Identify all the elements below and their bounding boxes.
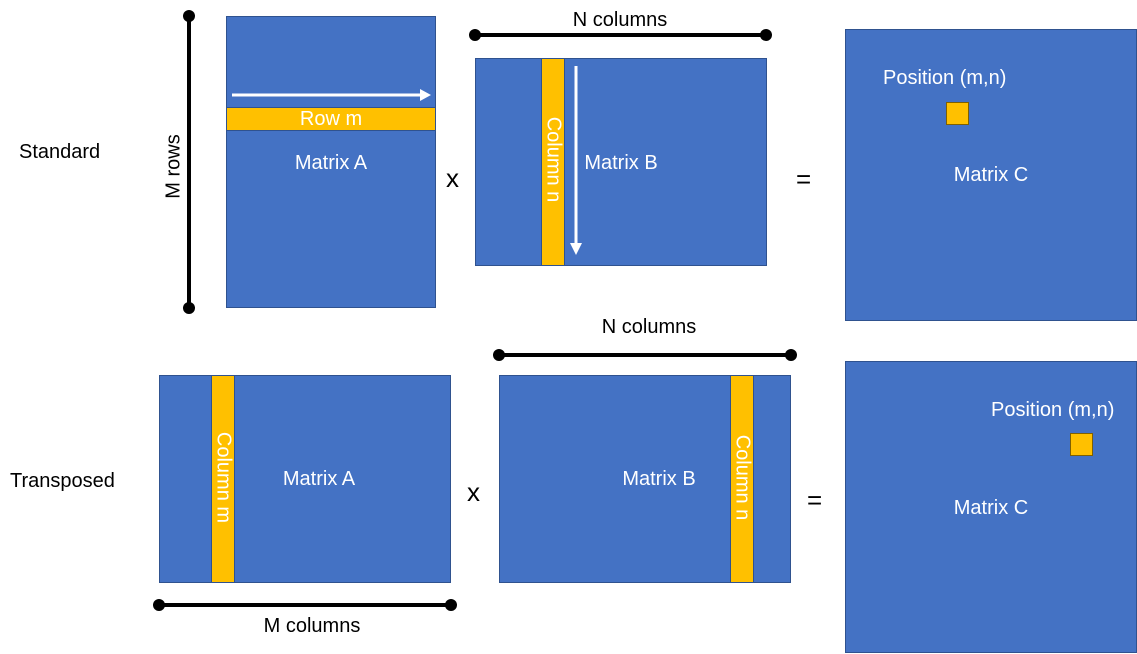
- transposed-matrix-c-label: Matrix C: [953, 497, 1029, 519]
- transposed-result-cell: [1070, 433, 1093, 456]
- column-direction-arrow: [570, 66, 582, 255]
- standard-matrix-b: [475, 58, 767, 266]
- standard-matrix-c: [845, 29, 1137, 321]
- transposed-matrix-a: [159, 375, 451, 583]
- transposed-m-columns-dimension-line: [159, 603, 451, 607]
- standard-equals-operator: =: [796, 164, 812, 194]
- transposed-row-label: Transposed: [10, 470, 115, 492]
- standard-matrix-c-label: Matrix C: [953, 164, 1029, 186]
- standard-matrix-b-label: Matrix B: [584, 152, 658, 174]
- standard-n-columns-end-dot: [760, 29, 772, 41]
- standard-n-columns-start-dot: [469, 29, 481, 41]
- transposed-m-columns-end-dot: [445, 599, 457, 611]
- standard-matrix-a: [226, 16, 436, 308]
- row-direction-arrow: [232, 89, 431, 101]
- standard-result-cell: [946, 102, 969, 125]
- standard-position-label: Position (m,n): [883, 67, 1007, 89]
- standard-n-columns-dimension-line: [475, 33, 767, 37]
- transposed-m-columns-label: M columns: [263, 615, 361, 637]
- transposed-n-columns-label: N columns: [601, 316, 697, 338]
- transposed-matrix-a-column-band: [211, 375, 235, 583]
- transposed-equals-operator: =: [807, 485, 823, 515]
- transposed-matrix-c: [845, 361, 1137, 653]
- standard-row-label: Standard: [19, 141, 101, 163]
- transposed-matrix-b-label: Matrix B: [622, 468, 696, 490]
- transposed-matrix-a-label: Matrix A: [282, 468, 356, 490]
- m-rows-dimension-line: [187, 16, 191, 308]
- transposed-m-columns-start-dot: [153, 599, 165, 611]
- standard-row-band-label: Row m: [299, 108, 363, 130]
- standard-n-columns-label: N columns: [572, 9, 668, 31]
- transposed-position-label: Position (m,n): [991, 399, 1115, 421]
- transposed-n-columns-dimension-line: [499, 353, 791, 357]
- standard-multiply-operator: x: [446, 163, 459, 193]
- standard-matrix-a-label: Matrix A: [294, 152, 368, 174]
- m-rows-dimension-end-dot: [183, 302, 195, 314]
- transposed-matrix-b-column-band: [730, 375, 754, 583]
- transposed-n-columns-start-dot: [493, 349, 505, 361]
- standard-matrix-a-row-band: [226, 107, 436, 131]
- transposed-n-columns-end-dot: [785, 349, 797, 361]
- transposed-multiply-operator: x: [467, 477, 480, 507]
- m-rows-dimension-start-dot: [183, 10, 195, 22]
- standard-matrix-b-column-band: [541, 58, 565, 266]
